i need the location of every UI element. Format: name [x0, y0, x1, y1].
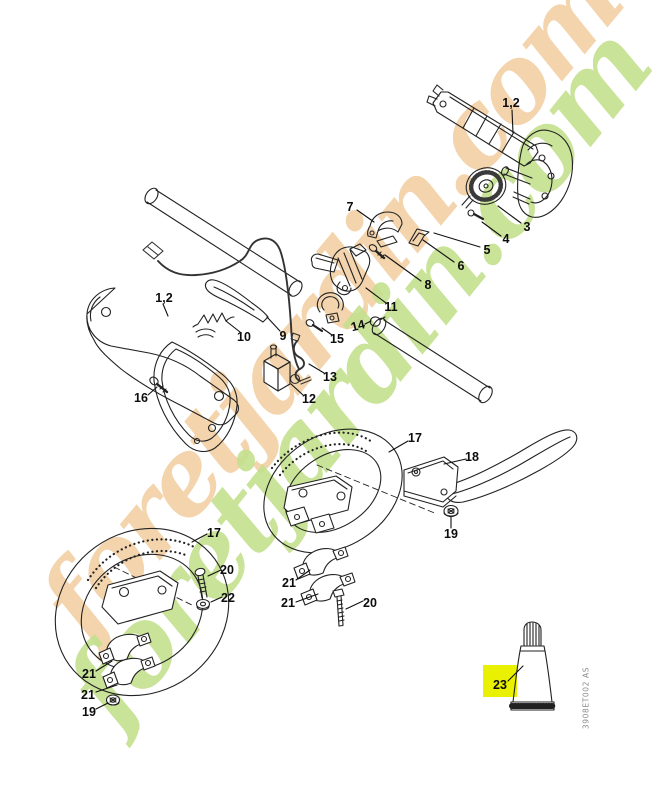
callout-18: 18 — [465, 449, 479, 464]
part-throttle-housing — [310, 243, 371, 296]
part-lower-tube — [371, 317, 493, 404]
callout-12: 12 — [302, 391, 316, 406]
callout-17-left: 17 — [207, 525, 221, 540]
callout-21-left-a: 21 — [82, 666, 96, 681]
part-clamp-21-right — [293, 546, 349, 580]
part-nut-19-left — [105, 694, 121, 706]
part-clamp-ring-15 — [305, 292, 344, 333]
part-handle-housing — [86, 287, 239, 453]
callout-21-right-a: 21 — [282, 575, 296, 590]
part-screw-16 — [149, 376, 169, 394]
part-wire-13 — [290, 332, 312, 385]
callout-15: 15 — [330, 331, 344, 346]
part-bolt-20-right — [332, 588, 345, 627]
callout-10: 10 — [237, 329, 251, 344]
part-loop-handle-right — [263, 428, 438, 554]
callout-8: 8 — [424, 277, 432, 292]
callout-19-right: 19 — [444, 526, 458, 541]
part-clutch-drum — [461, 167, 507, 209]
callout-21-left-b: 21 — [81, 687, 95, 702]
part-nut-22 — [195, 598, 211, 611]
part-screw-8 — [368, 244, 386, 260]
drawing-reference-code: 3908ET002 AS — [581, 666, 591, 730]
part-gearhead-assembly — [426, 84, 574, 218]
callout-9: 9 — [279, 328, 287, 343]
part-stop-switch — [263, 344, 291, 392]
callout-3: 3 — [523, 219, 531, 234]
callout-17-right: 17 — [408, 430, 422, 445]
part-clamp-21-left — [98, 632, 152, 665]
callout-22: 22 — [221, 590, 235, 605]
part-bracket-5 — [408, 228, 430, 247]
callout-23-highlighted: 23 — [493, 677, 507, 692]
part-support-bracket — [403, 429, 578, 508]
callout-7: 7 — [346, 199, 354, 214]
part-grease-tube — [509, 621, 556, 711]
callout-4: 4 — [502, 231, 510, 246]
callout-11: 11 — [384, 299, 398, 314]
callout-20-right: 20 — [363, 595, 377, 610]
part-throttle-trigger — [204, 279, 269, 323]
part-spring — [192, 312, 235, 328]
part-bolt-20-left — [194, 567, 208, 599]
part-nut-19-right — [443, 504, 459, 518]
callout-16: 16 — [134, 390, 148, 405]
callout-13: 13 — [323, 369, 337, 384]
callout-20-left: 20 — [220, 562, 234, 577]
part-upper-tube — [144, 187, 303, 297]
callout-leader-lines — [95, 109, 524, 710]
highlight-box-23 — [483, 665, 517, 697]
callout-1-2-gearhead: 1,2 — [502, 95, 520, 110]
callout-1-2-handle: 1,2 — [155, 290, 173, 305]
callout-21-right-b: 21 — [281, 595, 295, 610]
part-clamp-shell — [367, 211, 403, 248]
callout-19-left: 19 — [82, 704, 96, 719]
part-screw-4 — [467, 209, 485, 221]
callout-6: 6 — [457, 258, 465, 273]
callout-14: 14 — [349, 317, 367, 335]
part-loop-handle-left — [54, 527, 230, 697]
callout-5: 5 — [483, 242, 491, 257]
